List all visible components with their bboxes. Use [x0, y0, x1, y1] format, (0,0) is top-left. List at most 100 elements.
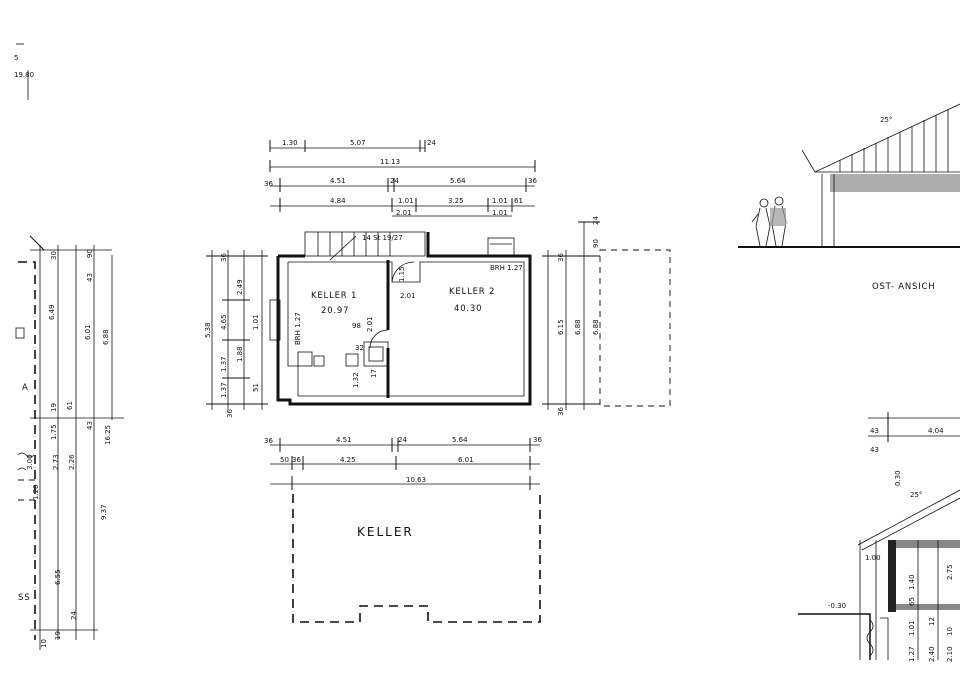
section-roof-angle: 25° — [910, 491, 922, 499]
right-dim-2: 6.15 — [557, 319, 565, 335]
stair-label: 14 St 19/27 — [362, 234, 403, 242]
left-partial-section: 6.49 6.01 6.88 90 43 30 2.26 16.25 9.37 … — [15, 235, 124, 650]
left-dim-14: 24 — [70, 611, 78, 620]
section-dim-10: 1.27 — [908, 646, 916, 662]
bottom-dim-1: 36 — [264, 437, 273, 445]
staircase: 14 St 19/27 — [304, 231, 426, 261]
top-dim-11: 1.01 — [398, 197, 414, 205]
bottom-dim-6: 50 — [280, 456, 289, 464]
left-dim-18: 2.73 — [52, 454, 60, 470]
section-dim-13: 10 — [946, 627, 954, 636]
room-area-keller-2: 40.30 — [454, 304, 482, 314]
section-dim-8: 12 — [928, 617, 936, 626]
interior-dim-7: 32 — [355, 344, 364, 352]
top-dim-12: 3.25 — [448, 197, 464, 205]
top-dim-5: 36 — [264, 180, 273, 188]
right-dim-3: 6.88 — [574, 319, 582, 335]
top-left-mark-1: 5 — [14, 54, 18, 62]
left-dimension-chains: 36 2.49 5.38 4.65 1.01 1.88 1.37 1.37 51… — [204, 250, 268, 418]
interior-dim-4: 1.32 — [352, 372, 360, 388]
left-plan-dim-3: 5.38 — [204, 322, 212, 338]
adjacent-outline — [599, 249, 671, 407]
bottom-dim-10: 10.63 — [406, 476, 426, 484]
section-dim-7: 65 — [908, 597, 916, 606]
section-dim-9: 1.01 — [908, 620, 916, 636]
bottom-dim-7: 36 — [292, 456, 301, 464]
right-dim-1: 36 — [557, 253, 565, 262]
left-dim-19: 61 — [66, 401, 74, 410]
elevation-roof-angle: 25° — [880, 116, 892, 124]
section-dim-3: 43 — [870, 446, 879, 454]
top-dim-13: 1.01 — [492, 197, 508, 205]
left-dim-7: 1.75 — [50, 424, 58, 440]
window-top-right — [487, 237, 515, 257]
window-label-right: BRH 1.27 — [490, 264, 523, 272]
left-plan-dim-10: 36 — [226, 409, 234, 418]
section-dim-12: 2.10 — [946, 646, 954, 662]
top-dim-2: 5.07 — [350, 139, 366, 147]
left-plan-dim-1: 36 — [220, 253, 228, 262]
east-elevation-label: OST- ANSICH — [872, 282, 935, 292]
section-dim-5: 1.40 — [908, 574, 916, 590]
left-dim-17: 3.00 — [26, 454, 34, 470]
top-dim-17: 1.01 — [492, 209, 508, 217]
section-detail: 4.04 43 43 0.30 25° -0.30 1.00 1.40 2.75… — [798, 412, 960, 662]
top-dim-10: 4.84 — [330, 197, 346, 205]
left-dim-16: 10 — [40, 639, 48, 648]
left-plan-dim-9: 51 — [252, 383, 260, 392]
left-dim-11: 6.55 — [54, 569, 62, 585]
bottom-dim-4: 5.64 — [452, 436, 468, 444]
section-dim-1: 4.04 — [928, 427, 944, 435]
left-section-label: SS — [18, 593, 30, 603]
left-dim-1: 6.49 — [48, 304, 56, 320]
door-swing — [391, 261, 415, 283]
top-dim-4: 11.13 — [380, 158, 400, 166]
left-plan-dim-2: 2.49 — [236, 279, 244, 295]
bottom-dimension-chains: 36 4.51 24 5.64 36 50 36 4.25 6.01 10.63 — [264, 436, 542, 490]
left-dim-3: 6.88 — [102, 329, 110, 345]
right-dim-6: 24 — [592, 216, 600, 225]
section-dim-6: 2.75 — [946, 564, 954, 580]
top-dim-8: 5.64 — [450, 177, 466, 185]
bottom-dim-3: 24 — [398, 436, 407, 444]
people-figures — [751, 196, 787, 247]
left-plan-dim-7: 1.37 — [220, 356, 228, 372]
room-name-keller-2: KELLER 2 — [449, 287, 495, 297]
outer-walls — [276, 232, 532, 406]
floor-plan: 1.30 5.07 24 11.13 36 4.51 24 5.64 36 4.… — [204, 139, 671, 623]
east-elevation: 25° OST- ANSICH — [738, 103, 960, 292]
left-dim-20: 1.20 — [32, 484, 40, 500]
left-dim-15: 19 — [54, 631, 62, 640]
section-dim-14: 0.30 — [894, 470, 902, 486]
top-dim-3: 24 — [427, 139, 436, 147]
top-dim-15: 2.01 — [396, 209, 412, 217]
window-label-left: BRH 1.27 — [294, 312, 302, 345]
left-dim-8: 2.26 — [68, 454, 76, 470]
interior-dim-1: 1.15 — [398, 266, 406, 282]
left-plan-dim-6: 1.88 — [236, 346, 244, 362]
right-dim-4: 6.88 — [592, 319, 600, 335]
section-dim-4: 1.00 — [865, 554, 881, 562]
left-plan-dim-4: 4.65 — [220, 314, 228, 330]
top-left-mark-2: 19.80 — [14, 71, 34, 79]
top-dim-7: 24 — [390, 177, 399, 185]
section-level: -0.30 — [828, 602, 846, 610]
top-dim-1: 1.30 — [282, 139, 298, 147]
room-area-keller-1: 20.97 — [321, 306, 349, 316]
left-plan-dim-8: 1.37 — [220, 382, 228, 398]
left-dim-9: 16.25 — [104, 425, 112, 445]
basement-outline — [292, 494, 541, 623]
left-dim-10: 9.37 — [100, 504, 108, 520]
top-dim-16: 2.01 — [400, 292, 416, 300]
top-dim-9: 36 — [528, 177, 537, 185]
section-marker: A — [22, 383, 29, 393]
boiler — [363, 341, 389, 367]
interior-dim-3: 98 — [352, 322, 361, 330]
basement-label: KELLER — [357, 525, 414, 539]
left-dim-5: 43 — [86, 273, 94, 282]
left-plan-dim-5: 1.01 — [252, 314, 260, 330]
left-dim-13: 19 — [50, 403, 58, 412]
bottom-dim-8: 4.25 — [340, 456, 356, 464]
room-name-keller-1: KELLER 1 — [311, 291, 357, 301]
